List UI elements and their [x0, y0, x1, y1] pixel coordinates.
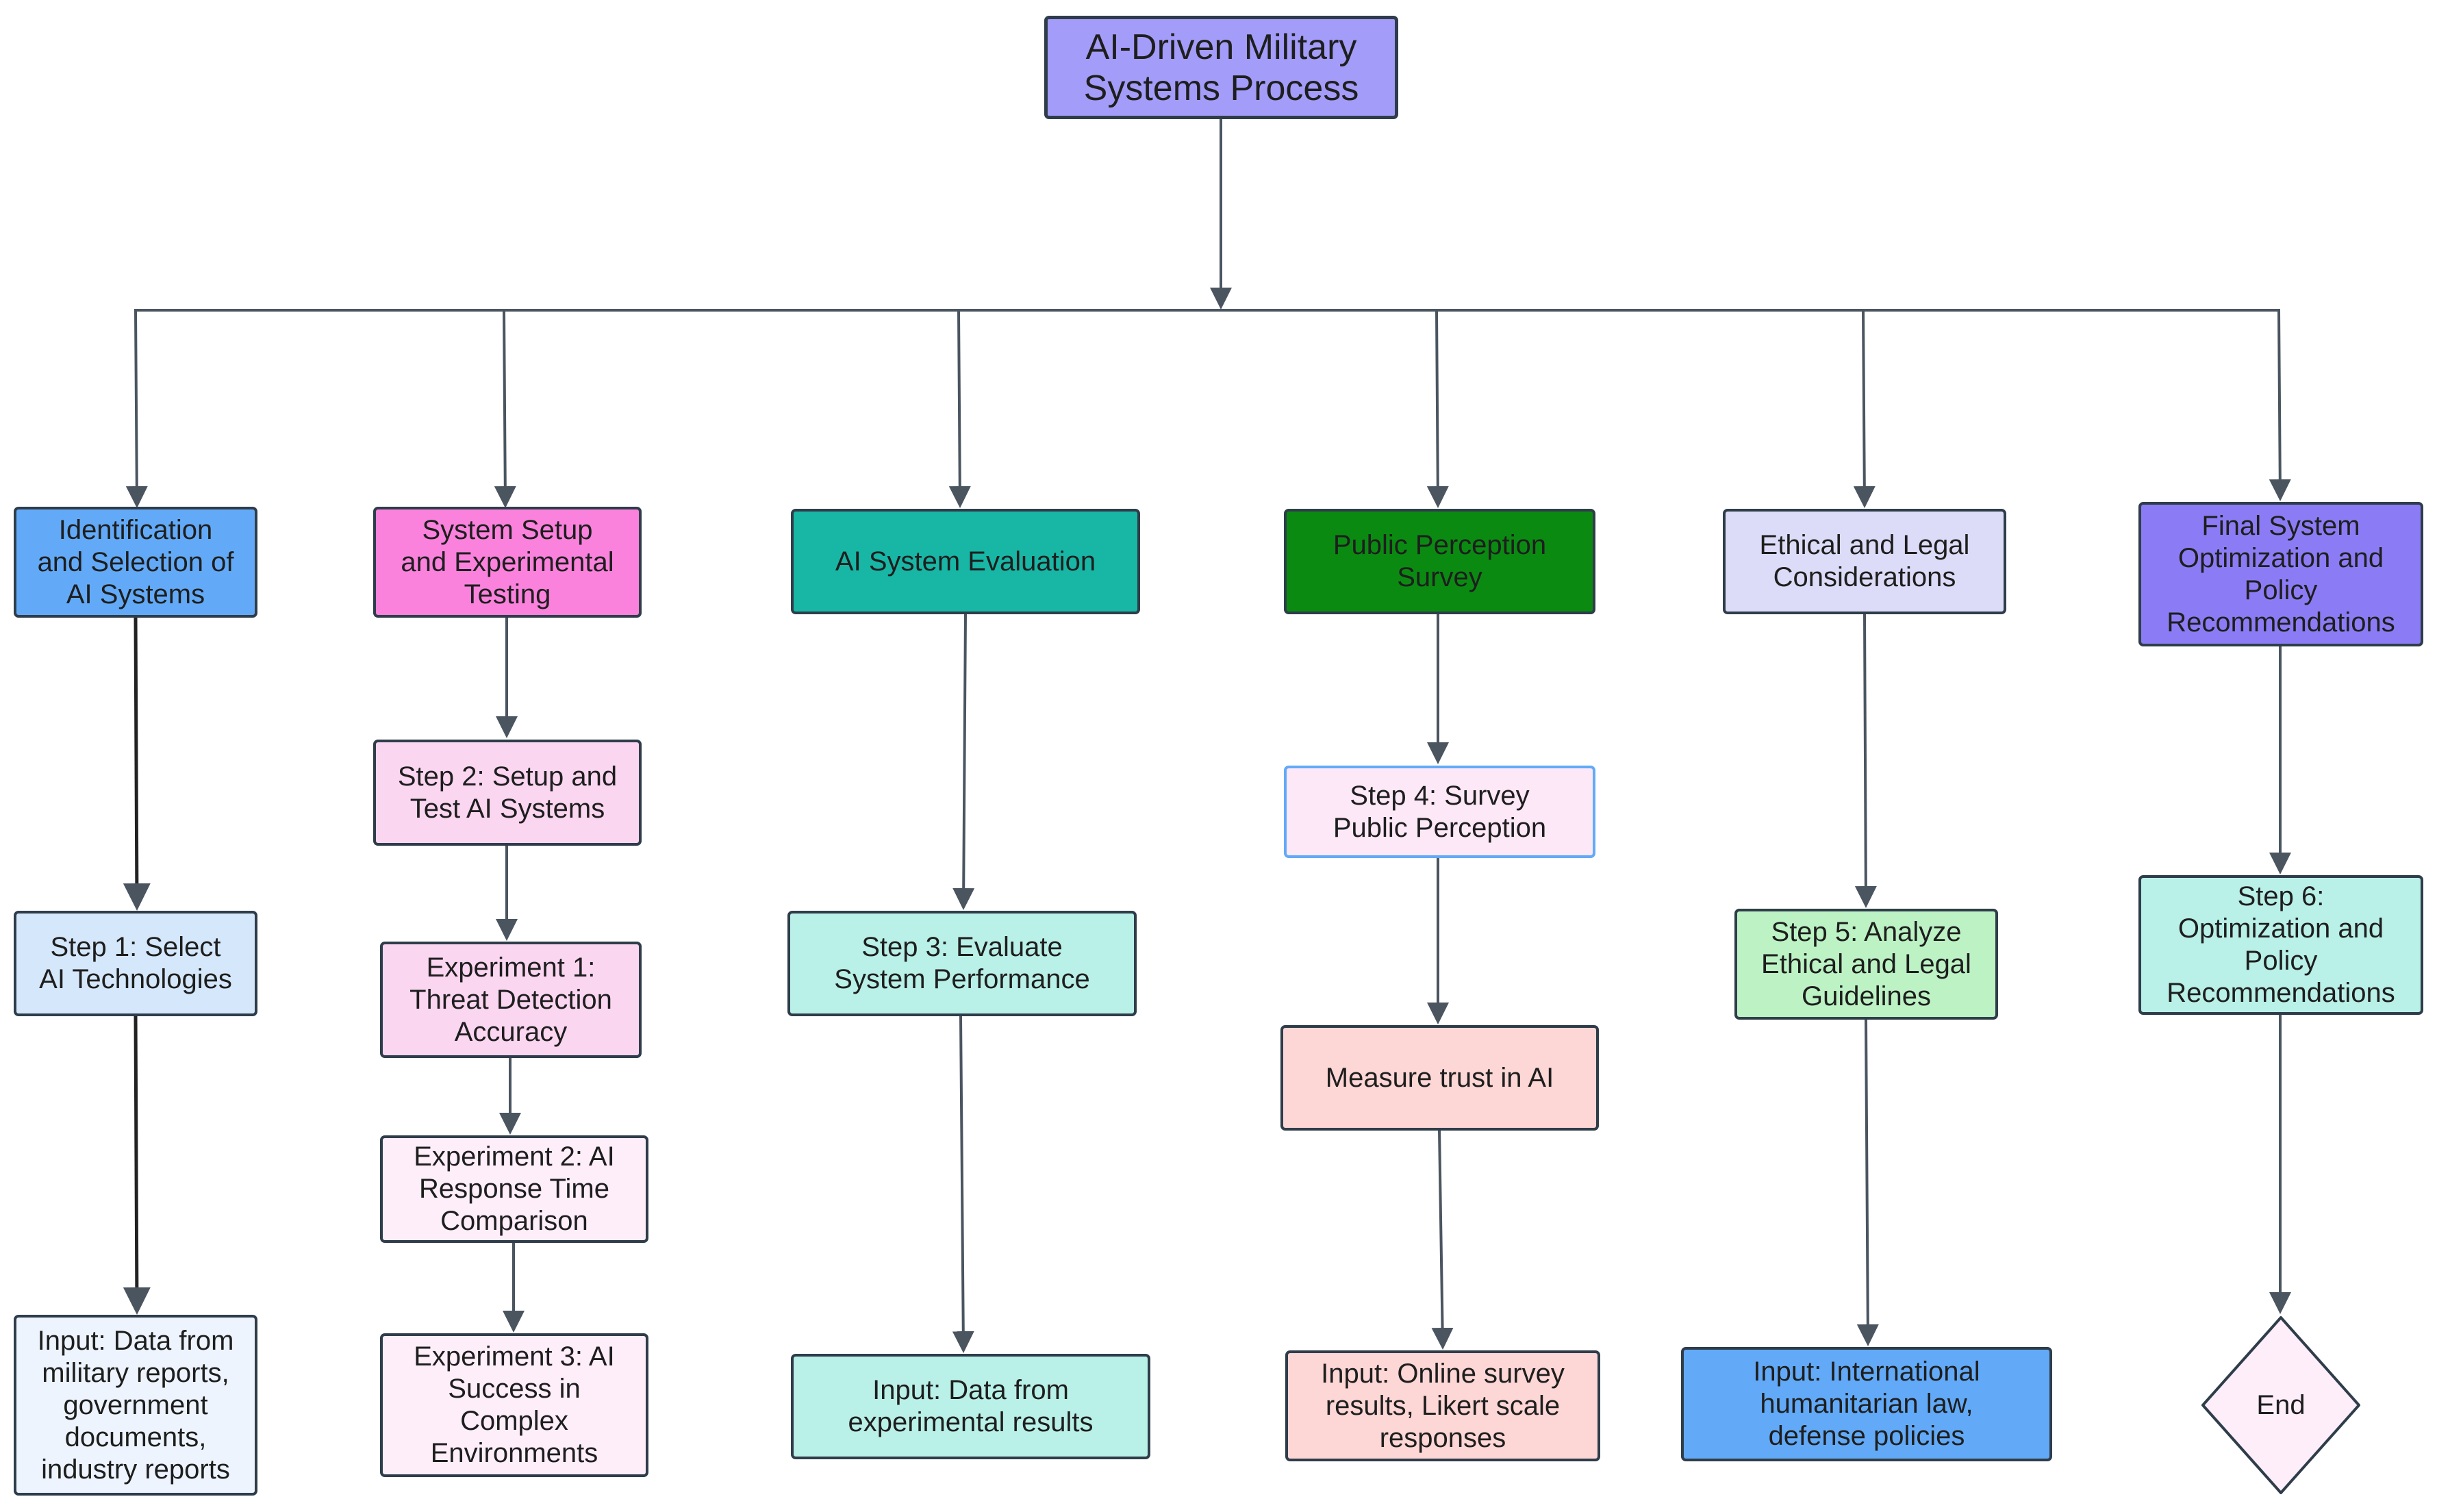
node-end: End — [2200, 1315, 2362, 1496]
node-step1-select-ai: Step 1: Select AI Technologies — [14, 911, 257, 1016]
edge-bus-to-evaluation — [948, 310, 971, 508]
node-measure-trust: Measure trust in AI — [1280, 1025, 1599, 1131]
node-ai-system-evaluation: AI System Evaluation — [791, 509, 1140, 614]
edge-bus-to-perception — [1426, 310, 1449, 508]
node-public-perception-survey: Public Perception Survey — [1284, 509, 1595, 614]
node-experiment3: Experiment 3: AI Success in Complex Envi… — [380, 1333, 648, 1477]
edge-trust-to-input4 — [1431, 1130, 1454, 1350]
edge-ethical-to-step5 — [1854, 614, 1877, 908]
node-step4-survey: Step 4: Survey Public Perception — [1284, 766, 1595, 858]
node-experiment2: Experiment 2: AI Response Time Compariso… — [380, 1135, 648, 1243]
node-input3-experimental-results: Input: Data from experimental results — [791, 1354, 1150, 1459]
node-step6-optimization: Step 6: Optimization and Policy Recommen… — [2138, 875, 2423, 1015]
node-final-optimization: Final System Optimization and Policy Rec… — [2138, 502, 2423, 646]
node-ethical-legal: Ethical and Legal Considerations — [1723, 509, 2006, 614]
edge-step3-to-input3 — [952, 1016, 974, 1353]
node-input1-data-sources: Input: Data from military reports, gover… — [14, 1315, 257, 1496]
edge-step1-to-input1 — [123, 1016, 151, 1315]
node-input4-survey-results: Input: Online survey results, Likert sca… — [1285, 1350, 1600, 1461]
end-diamond-shape — [2201, 1316, 2360, 1494]
node-step3-evaluate: Step 3: Evaluate System Performance — [787, 911, 1137, 1016]
edge-evaluation-to-step3 — [952, 614, 975, 910]
edge-bus-to-final — [2269, 310, 2291, 501]
edge-bus-to-setup — [494, 310, 516, 508]
node-input5-law-policies: Input: International humanitarian law, d… — [1681, 1347, 2052, 1461]
edge-bus-to-ethical — [1853, 310, 1876, 508]
node-step5-analyze: Step 5: Analyze Ethical and Legal Guidel… — [1734, 909, 1998, 1020]
edge-identification-to-step1 — [123, 617, 151, 911]
node-system-setup: System Setup and Experimental Testing — [373, 507, 642, 618]
node-experiment1: Experiment 1: Threat Detection Accuracy — [380, 942, 642, 1058]
edge-step5-to-input5 — [1856, 1019, 1879, 1346]
node-title: AI-Driven Military Systems Process — [1044, 16, 1398, 119]
node-identification: Identification and Selection of AI Syste… — [14, 507, 257, 618]
edge-bus-to-identification — [125, 310, 148, 508]
end-label: End — [2256, 1389, 2306, 1420]
node-step2-setup-test: Step 2: Setup and Test AI Systems — [373, 740, 642, 846]
